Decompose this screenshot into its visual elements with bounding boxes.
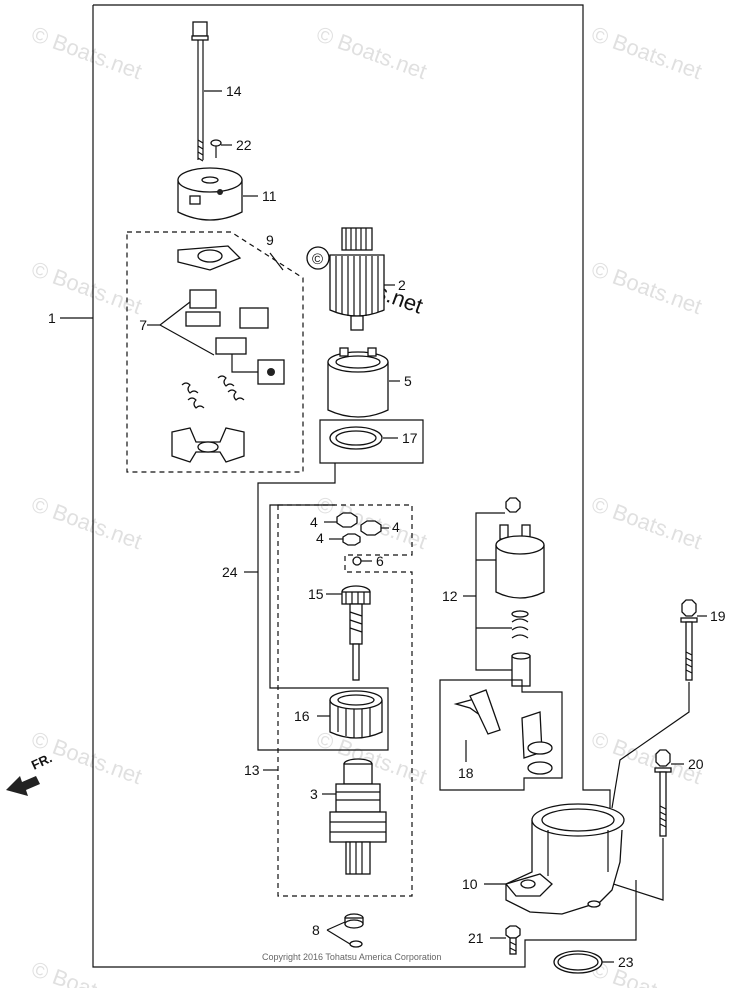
watermark: © Boats.net [28,256,145,319]
watermark: © Boats.net [28,21,145,84]
callout-5[interactable]: 5 [404,373,412,389]
callout-3[interactable]: 3 [310,786,318,802]
callout-2[interactable]: 2 [398,277,406,293]
part-7-brush-set [185,289,285,385]
callout-17[interactable]: 17 [402,430,418,446]
part-10-drive-housing [504,803,625,915]
part-5-yoke [327,347,389,418]
callout-1[interactable]: 1 [48,310,56,326]
callout-7[interactable]: 7 [139,317,147,333]
part-16-internal-gear [329,690,383,739]
callout-4b[interactable]: 4 [392,519,400,535]
copyright-text: Copyright 2016 Tohatsu America Corporati… [262,952,441,962]
copyright-symbol: © [312,251,323,268]
callout-14[interactable]: 14 [226,83,242,99]
group-17-outline [319,419,424,464]
part-23-o-ring [553,950,603,974]
part-18-shift-lever [453,689,553,775]
callout-16[interactable]: 16 [294,708,310,724]
part-11-end-cover [177,167,243,221]
part-19-bolt [680,599,698,681]
callout-9[interactable]: 9 [266,232,274,248]
part-15-pinion-shaft [341,585,371,681]
assembly-outline [93,4,611,808]
part-9-insulator-plate [177,245,242,271]
part-3-drive-clutch [329,758,387,875]
callout-23[interactable]: 23 [618,954,634,970]
watermark: © Boats.net [313,21,430,84]
part-8-stop-collar [344,913,364,948]
part-22-screw [210,139,222,158]
callout-6[interactable]: 6 [376,553,384,569]
front-arrow-icon [6,776,40,796]
part-6-washer [352,556,362,566]
callout-4a[interactable]: 4 [310,514,318,530]
brush-springs [181,375,245,409]
callout-11[interactable]: 11 [262,188,277,204]
callout-20[interactable]: 20 [688,756,704,772]
callout-4c[interactable]: 4 [316,530,324,546]
group-13-outline [277,504,413,897]
watermark: © Boats.net [588,491,705,554]
callout-21[interactable]: 21 [468,930,484,946]
callout-12[interactable]: 12 [442,588,458,604]
callout-8[interactable]: 8 [312,922,320,938]
watermark: © Boats.net [28,956,145,988]
brush-holder [171,427,245,463]
group-18-outline [439,679,563,791]
part-12-solenoid [495,497,545,687]
callout-10[interactable]: 10 [462,876,478,892]
front-direction-indicator: FR. [6,750,54,796]
callout-18[interactable]: 18 [458,765,474,781]
callout-22[interactable]: 22 [236,137,252,153]
watermark: © Boats.net [588,256,705,319]
part-2-armature [329,227,385,331]
callout-13[interactable]: 13 [244,762,260,778]
part-4-nuts [336,512,382,546]
part-21-screw [505,925,521,955]
callout-24[interactable]: 24 [222,564,238,580]
watermark: © Boats.net [588,956,705,988]
part-14-through-bolt [191,21,209,162]
watermark: © Boats.net [588,21,705,84]
callout-15[interactable]: 15 [308,586,324,602]
watermark: © Boats.net [28,491,145,554]
part-17-ring [329,426,383,450]
group-24-outline [257,463,389,751]
part-20-bolt [654,749,672,837]
assembly-outline-lower [92,5,637,968]
callout-19[interactable]: 19 [710,608,726,624]
